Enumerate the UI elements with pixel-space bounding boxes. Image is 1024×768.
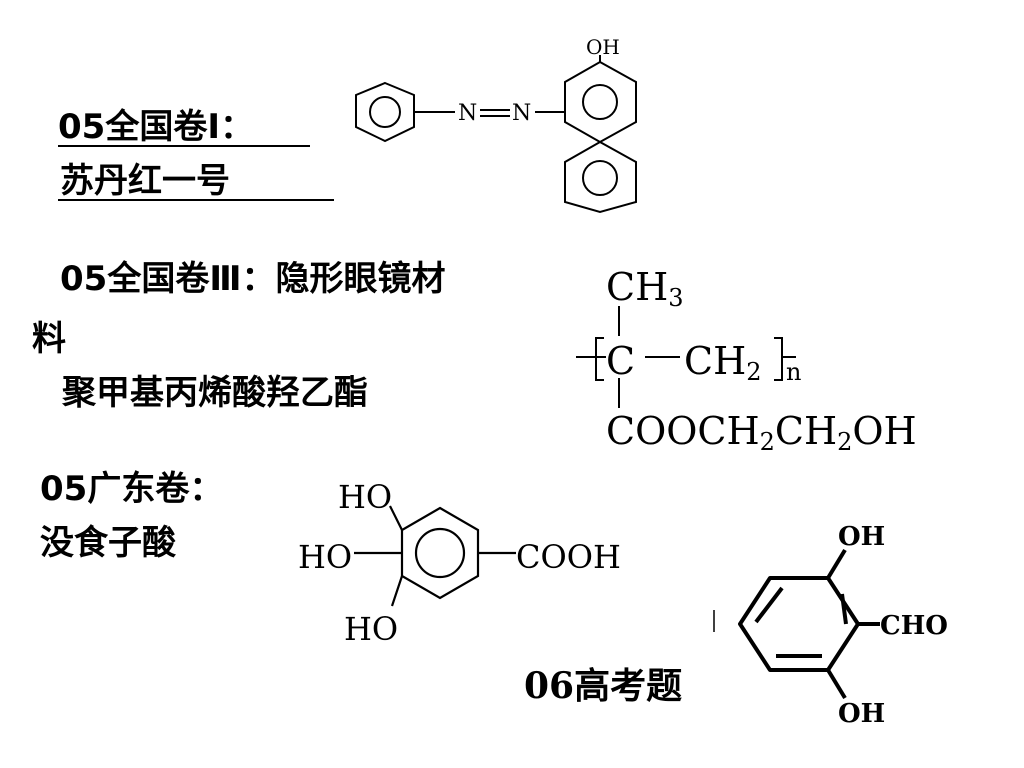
gallic-cooh: COOH — [516, 538, 621, 576]
naphthalene-circle-lower — [582, 160, 618, 196]
polyhema-ester: COOCH2CH2OH — [606, 409, 917, 456]
gallic-ho-mid: HO — [298, 538, 352, 576]
label-sudan-line2: 苏丹红一号 — [60, 161, 230, 201]
benzaldehyde-oh-top: OH — [838, 522, 885, 552]
label-exam06: 06高考题 — [524, 665, 683, 707]
benzaldehyde-oh-bot: OH — [838, 699, 885, 729]
label-lens-line1b: 料 — [32, 319, 66, 359]
polyhema-ch2: CH2 — [684, 339, 762, 386]
sudan-bonds — [355, 55, 637, 214]
label-lens-line1: 05全国卷Ⅲ：隐形眼镜材 — [60, 259, 446, 299]
phenyl-ring — [355, 81, 415, 143]
polyhema-c: C — [606, 339, 635, 383]
naphthalene-circle-upper — [582, 84, 618, 120]
label-sudan-line1: 05全国卷Ⅰ： — [58, 107, 254, 147]
benzaldehyde-cho: CHO — [880, 611, 948, 641]
underline-sudan-1 — [58, 145, 310, 147]
azo-n1: N — [458, 101, 477, 126]
naphthalene-ring-lower — [564, 140, 637, 214]
polyhema-n: n — [786, 358, 801, 386]
phenyl-aromatic-circle — [369, 96, 401, 128]
label-lens-line2: 聚甲基丙烯酸羟乙酯 — [62, 373, 368, 413]
sudan-oh: OH — [586, 35, 620, 59]
label-gallic-line2: 没食子酸 — [40, 523, 176, 563]
azo-n2: N — [512, 101, 531, 126]
underline-sudan-2 — [58, 199, 334, 201]
gallic-ho-bot: HO — [344, 610, 398, 648]
gallic-aromatic-circle — [414, 527, 466, 579]
label-gallic-line1: 05广东卷： — [40, 469, 224, 509]
polyhema-ch3: CH3 — [606, 265, 684, 312]
gallic-ho-top: HO — [338, 478, 392, 516]
